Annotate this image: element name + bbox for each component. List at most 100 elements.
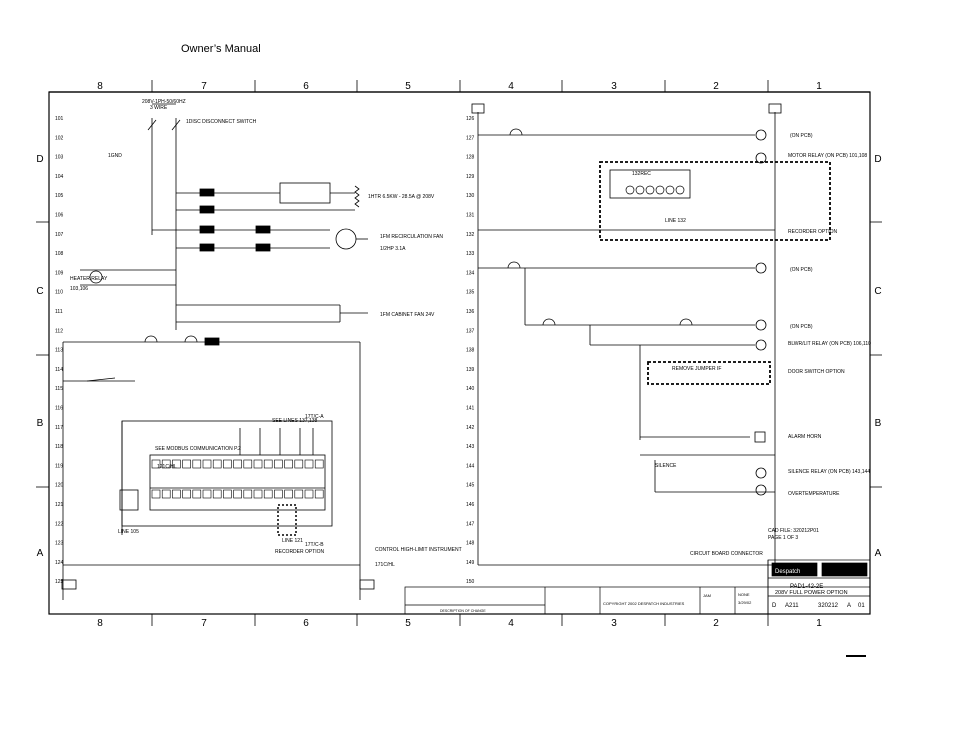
right-rung-126: 126 (466, 116, 475, 122)
column-marker-bottom-8: 8 (97, 618, 103, 629)
column-marker-7: 7 (201, 81, 207, 92)
right-rung-149: 149 (466, 560, 475, 566)
model-label: PAD1-42-2E (790, 584, 823, 590)
recorder-box-label: 132REC (632, 171, 651, 177)
left-rung-124: 124 (55, 560, 64, 566)
row-markers-right: D C B A (870, 154, 882, 559)
row-marker-right-C: C (874, 286, 881, 297)
drawing-frame (48, 91, 871, 615)
right-rung-131: 131 (466, 213, 475, 219)
left-terminal-blocks (151, 459, 324, 499)
rev-label: A (847, 603, 851, 609)
left-rung-105: 105 (55, 193, 64, 199)
column-marker-5: 5 (405, 81, 411, 92)
column-marker-bottom-3: 3 (611, 618, 617, 629)
recorder-right-label: RECORDER OPTION (788, 229, 838, 235)
right-rung-137: 137 (466, 328, 475, 334)
line-132-label: LINE 132 (665, 218, 686, 224)
left-rung-121: 121 (55, 502, 64, 508)
left-rung-115: 115 (55, 386, 63, 392)
title-block (404, 559, 871, 615)
option-label: 208V FULL POWER OPTION (775, 590, 848, 596)
heater-relay-ref: 103,106 (70, 286, 88, 292)
right-rung-146: 146 (466, 502, 475, 508)
right-rung-150: 150 (466, 579, 475, 585)
right-rung-142: 142 (466, 425, 475, 431)
brand-label: Despatch (775, 569, 800, 575)
overtemp-label: OVERTEMPERATURE (788, 491, 840, 497)
left-rung-120: 120 (55, 483, 64, 489)
right-rung-145: 145 (466, 483, 475, 489)
control-title-label: CONTROL HIGH-LIMIT INSTRUMENT (375, 547, 462, 553)
page-margin-rule (846, 655, 866, 657)
door-switch-b-label: 17T/C-B (305, 542, 324, 548)
column-marker-6: 6 (303, 81, 309, 92)
left-rung-116: 116 (55, 406, 63, 412)
heater-relay-label: HEATER RELAY (70, 276, 108, 282)
column-marker-bottom-5: 5 (405, 618, 411, 629)
size-label: D (772, 603, 777, 609)
line-ref-left: LINE 105 (118, 529, 139, 535)
left-rung-103: 103 (55, 155, 64, 161)
right-rung-130: 130 (466, 193, 475, 199)
column-marker-8: 8 (97, 81, 103, 92)
row-marker-D: D (36, 154, 43, 165)
right-rung-134: 134 (466, 270, 475, 276)
supply-label: 208V-1PH-50/60HZ (142, 99, 186, 105)
silence-relay-label: SILENCE RELAY (ON PCB) 143,144 (788, 469, 870, 475)
left-rung-125: 125 (55, 579, 64, 585)
sheet-label: 01 (858, 603, 865, 609)
scale-label: NONE (738, 592, 750, 597)
left-rung-112: 112 (55, 328, 63, 334)
right-ladder-wiring (471, 103, 831, 566)
copyright-label: COPYRIGHT 2002 DESPATCH INDUSTRIES (603, 601, 685, 606)
column-marker-bottom-6: 6 (303, 618, 309, 629)
left-rung-101: 101 (55, 116, 64, 122)
left-rung-109: 109 (55, 270, 64, 276)
right-rung-127: 127 (466, 135, 475, 141)
row-marker-A: A (37, 548, 44, 559)
right-rung-138: 138 (466, 348, 475, 354)
right-rung-148: 148 (466, 541, 475, 547)
recorder-terminals (625, 185, 685, 195)
left-rung-104: 104 (55, 174, 64, 180)
left-rung-110: 110 (55, 290, 63, 296)
left-rung-108: 108 (55, 251, 64, 257)
page-label: PAGE 1 OF 3 (768, 535, 798, 541)
recirc-fan-label: 1FM RECIRCULATION FAN (380, 234, 443, 240)
remove-jumper-label: REMOVE JUMPER IF (672, 366, 721, 372)
door-switch-a-label: 17T/C-A (305, 414, 324, 420)
left-rung-107: 107 (55, 232, 64, 238)
cabinet-fan-label: 1FM CABINET FAN 24V (380, 312, 435, 318)
left-rung-113: 113 (55, 348, 63, 354)
column-marker-4: 4 (508, 81, 514, 92)
right-rung-135: 135 (466, 290, 475, 296)
column-marker-1: 1 (816, 81, 822, 92)
column-marker-bottom-4: 4 (508, 618, 514, 629)
right-rung-132: 132 (466, 232, 475, 238)
row-marker-right-A: A (875, 548, 882, 559)
right-rung-numbers: 1261271281291301311321331341351361371381… (466, 116, 475, 585)
line-ref-right: LINE 121 (282, 538, 303, 544)
heater-label: 1HTR 6.5KW - 28.5A @ 208V (368, 194, 435, 200)
left-ladder-wiring (61, 103, 375, 600)
left-rung-123: 123 (55, 541, 64, 547)
drawn-label: JAM (703, 593, 711, 598)
left-rung-122: 122 (55, 521, 64, 527)
left-rung-111: 111 (55, 309, 63, 315)
row-marker-right-D: D (874, 154, 881, 165)
disconnect-label: 1DISC DISCONNECT SWITCH (186, 119, 257, 125)
revision-desc-label: DESCRIPTION OF CHANGE (440, 609, 486, 613)
on-pcb-3: (ON PCB) (790, 324, 813, 330)
right-rung-128: 128 (466, 155, 475, 161)
drawing-no-label: 320212 (818, 603, 839, 609)
row-marker-right-B: B (875, 418, 882, 429)
door-switch-label: DOOR SWITCH OPTION (788, 369, 845, 375)
left-rung-102: 102 (55, 135, 64, 141)
recorder-left-label: RECORDER OPTION (275, 549, 325, 555)
right-rung-133: 133 (466, 251, 475, 257)
